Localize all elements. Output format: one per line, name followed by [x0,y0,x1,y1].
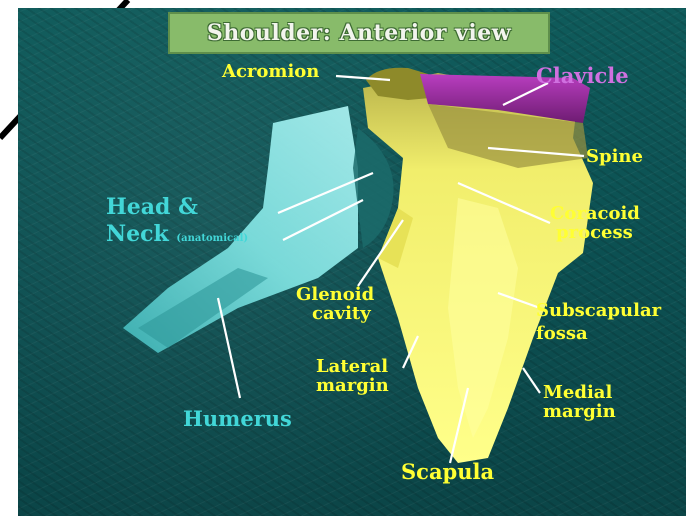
label-neck-line: Neck (anatomical) [106,223,248,246]
label-anatomical-note: (anatomical) [176,233,248,244]
label-lateral-margin: Lateral margin [316,358,389,396]
page-title: Shoulder: Anterior view [168,12,550,54]
label-humerus: Humerus [183,408,292,430]
label-head-and-neck: Head & Neck (anatomical) [106,196,248,246]
label-acromion: Acromion [222,63,319,82]
label-neck-word: Neck [106,221,169,247]
label-spine: Spine [586,148,643,167]
label-medial-margin: Medial margin [543,384,616,422]
label-subscapular-fossa: Subscapular fossa [536,302,661,344]
label-glenoid-line2: cavity [312,305,374,324]
label-coracoid-process: Coracoid process [550,205,640,243]
label-lateral-line2: margin [316,377,389,396]
label-head-line: Head & [106,196,248,219]
label-scapula: Scapula [401,461,494,483]
label-glenoid-cavity: Glenoid cavity [296,286,374,324]
label-medial-line2: margin [543,403,616,422]
label-clavicle: Clavicle [536,65,629,87]
label-subscapular-line1: Subscapular [536,302,661,321]
label-subscapular-line2: fossa [536,325,661,344]
label-coracoid-line2: process [556,224,640,243]
anatomy-image: Shoulder: Anterior view Acromion Clavicl… [18,8,686,516]
